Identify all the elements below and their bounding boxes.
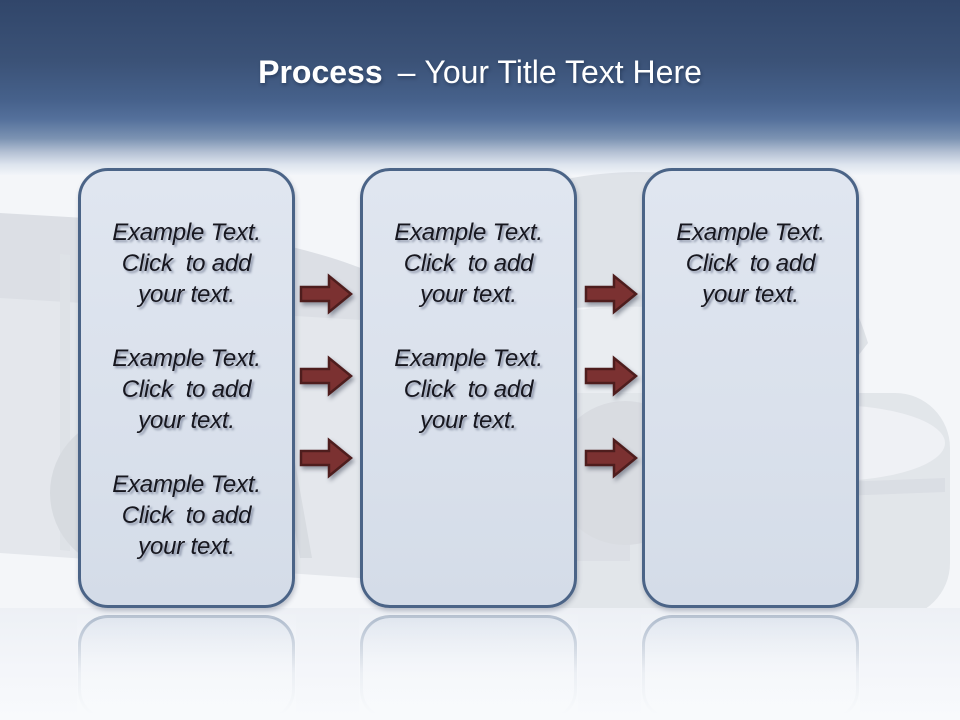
text-placeholder[interactable]: Example Text. Click to add your text.	[394, 219, 543, 308]
text-placeholder[interactable]: Example Text. Click to add your text.	[112, 471, 261, 560]
title-separator: –	[397, 54, 416, 90]
text-placeholder[interactable]: Example Text. Click to add your text.	[112, 219, 261, 308]
process-box-3[interactable]: Example Text. Click to add your text.	[642, 168, 859, 608]
text-placeholder[interactable]: Example Text. Click to add your text.	[676, 219, 825, 308]
text-placeholder[interactable]: Example Text. Click to add your text.	[112, 345, 261, 434]
box-reflection	[359, 614, 578, 720]
right-arrow-icon	[584, 273, 638, 315]
title-bar: Process–Your Title Text Here	[0, 0, 960, 175]
right-arrow-icon	[584, 437, 638, 479]
box-reflection	[77, 614, 296, 720]
slide-title[interactable]: Process–Your Title Text Here	[0, 54, 960, 91]
right-arrow-icon	[299, 273, 353, 315]
title-placeholder-text: Your Title Text Here	[424, 54, 702, 90]
right-arrow-icon	[299, 355, 353, 397]
right-arrow-icon	[584, 355, 638, 397]
process-box-1[interactable]: Example Text. Click to add your text. Ex…	[78, 168, 295, 608]
process-box-2[interactable]: Example Text. Click to add your text. Ex…	[360, 168, 577, 608]
title-keyword: Process	[258, 54, 383, 90]
right-arrow-icon	[299, 437, 353, 479]
box-reflection	[641, 614, 860, 720]
text-placeholder[interactable]: Example Text. Click to add your text.	[394, 345, 543, 434]
